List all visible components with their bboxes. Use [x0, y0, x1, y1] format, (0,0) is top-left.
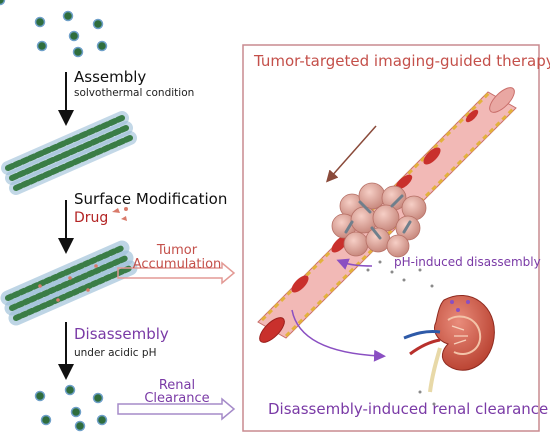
nano-particle: [36, 40, 48, 52]
red-blood-cells: [291, 109, 479, 293]
tumor-cluster: [331, 182, 427, 258]
drug-label: Drug: [74, 210, 109, 226]
accumulation-label: Accumulation: [132, 257, 222, 272]
nano-particle: [68, 30, 80, 42]
ph-disassembly-arrow: [336, 258, 373, 270]
ph-disassembly-label: pH-induced disassembly: [394, 255, 541, 269]
nano-particle: [92, 18, 104, 30]
acidic-ph-label: under acidic pH: [74, 347, 157, 359]
nano-particle: [92, 392, 104, 404]
assembled-nanorods: [1, 111, 137, 195]
nano-particle: [34, 16, 46, 28]
assembly-label: Assembly: [74, 68, 147, 86]
nano-particle: [64, 384, 76, 396]
renal-path-arrow: [291, 309, 386, 362]
modified-nanorods: [0, 240, 138, 326]
nano-particle: [40, 414, 52, 426]
nano-particle: [34, 390, 46, 402]
nano-particle: [72, 46, 84, 58]
nano-particle: [70, 406, 82, 418]
assembly-condition-label: solvothermal condition: [74, 87, 195, 99]
renal-clearance-caption: Disassembly-induced renal clearance: [268, 400, 549, 418]
flow-direction-arrow: [326, 125, 377, 183]
surface-modification-label: Surface Modification: [74, 190, 228, 208]
renal-clearance-arrow: [117, 397, 236, 421]
monomer-particles-bottom: [34, 384, 108, 432]
nano-particle: [96, 414, 108, 426]
renal-label: Renal: [158, 378, 196, 393]
released-fragments: [366, 260, 434, 288]
tumor-label: Tumor: [156, 243, 198, 258]
nano-particle: [74, 420, 86, 432]
panel-title: Tumor-targeted imaging-guided therapy: [254, 52, 550, 70]
monomer-particles-top: [0, 0, 108, 58]
nano-particle: [96, 40, 108, 52]
clearance-label: Clearance: [144, 391, 210, 406]
tumor-accumulation-arrow: [117, 261, 236, 285]
disassembly-label: Disassembly: [74, 325, 169, 343]
nano-particle: [0, 0, 6, 6]
nano-particle: [62, 10, 74, 22]
drug-icon: [112, 207, 128, 221]
kidney-icon: [403, 295, 495, 406]
